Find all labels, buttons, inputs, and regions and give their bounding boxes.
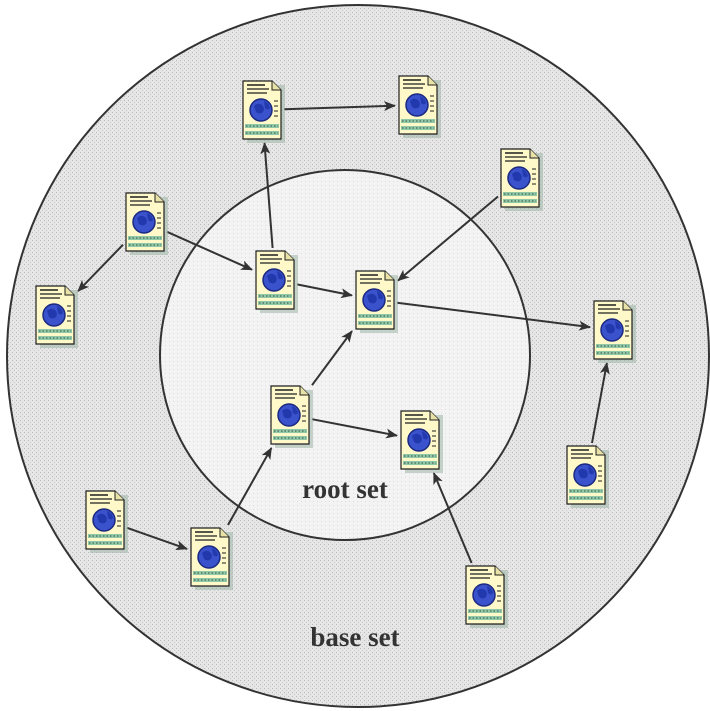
web-page-icon	[255, 250, 298, 313]
link-arrow-n4-to-n5	[77, 244, 124, 292]
web-page-icon	[85, 490, 128, 553]
web-page-icon	[35, 285, 78, 348]
link-arrow-n7-to-n8	[396, 301, 591, 331]
web-page-icon	[190, 527, 233, 590]
link-edges	[77, 101, 610, 564]
web-page-icon	[500, 148, 543, 211]
web-page-icon	[242, 80, 285, 143]
web-page-icon	[125, 192, 168, 255]
link-arrow-n9-to-n7	[311, 330, 353, 386]
link-arrow-n12-to-n8	[591, 362, 610, 444]
link-arrow-n11-to-n13	[126, 526, 188, 550]
link-arrow-n4-to-n6	[166, 230, 253, 271]
link-arrow-n6-to-n7	[296, 283, 353, 299]
web-page-icon	[465, 565, 508, 628]
root-set-label: root set	[302, 474, 388, 504]
link-arrow-n13-to-n9	[227, 447, 273, 526]
web-page-icon	[398, 75, 441, 138]
web-page-icon	[593, 300, 636, 363]
page-nodes	[35, 75, 636, 628]
link-arrow-n1-to-n2	[283, 101, 396, 112]
link-arrow-n9-to-n10	[311, 418, 398, 439]
link-arrow-n3-to-n7	[397, 195, 499, 282]
web-page-icon	[566, 445, 609, 508]
link-arrow-n14-to-n10	[432, 472, 473, 564]
web-page-icon	[400, 410, 443, 473]
web-page-icon	[355, 270, 398, 333]
web-page-icon	[270, 385, 313, 448]
link-arrow-n6-to-n1	[260, 142, 274, 249]
base-set-label: base set	[310, 622, 399, 652]
